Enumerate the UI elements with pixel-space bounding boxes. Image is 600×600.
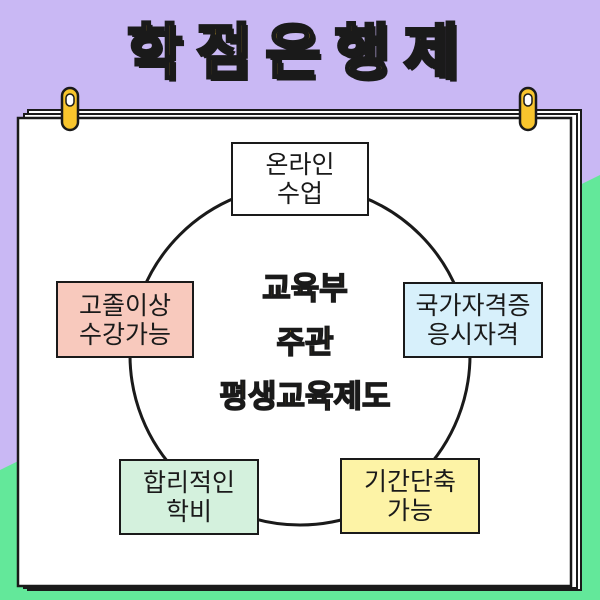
period-reduction-box: 기간단축 가능	[340, 458, 480, 534]
high-school-grad-line-2: 수강가능	[78, 319, 171, 349]
page-title: 학점은행제	[126, 17, 473, 90]
certificate-line-2: 응시자격	[426, 320, 519, 349]
online-class-box: 온라인 수업	[231, 142, 369, 216]
online-class-line-2: 수업	[276, 179, 323, 208]
left-clip-icon	[60, 86, 80, 132]
center-line-1: 교육부	[261, 270, 348, 308]
tuition-line-2: 학비	[165, 497, 212, 526]
certificate-line-1: 국가자격증	[415, 291, 531, 320]
tuition-box: 합리적인 학비	[119, 459, 259, 535]
high-school-grad-box: 고졸이상 수강가능	[56, 281, 194, 358]
tuition-line-1: 합리적인	[142, 468, 235, 497]
period-reduction-line-1: 기간단축	[363, 467, 456, 496]
online-class-line-1: 온라인	[265, 150, 335, 179]
center-text: 교육부 주관 평생교육제도	[190, 262, 420, 424]
right-clip-icon	[518, 86, 538, 132]
center-line-2: 주관	[276, 324, 335, 362]
center-line-3: 평생교육제도	[219, 378, 392, 416]
high-school-grad-line-1: 고졸이상	[78, 290, 171, 320]
certificate-box: 국가자격증 응시자격	[403, 282, 543, 358]
period-reduction-line-2: 가능	[386, 496, 433, 525]
